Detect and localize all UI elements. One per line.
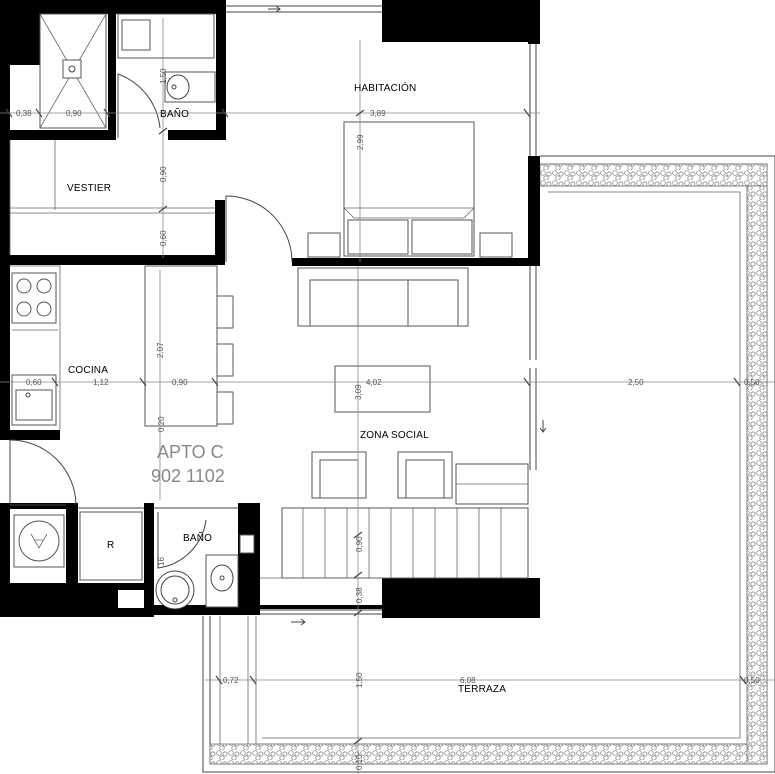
dim-608: 6,08 [460, 676, 476, 685]
apartment-name: APTO C [157, 442, 224, 462]
dim-250: 2,50 [628, 378, 644, 387]
dimension-lines [0, 5, 775, 774]
apartment-code: 902 1102 [151, 466, 225, 486]
dim-020-small: 0,20 [157, 416, 166, 432]
dim-112: 1,12 [93, 378, 109, 387]
bedroom [225, 121, 513, 263]
dim-090-stair: 0,90 [355, 536, 364, 552]
dim-207: 2,07 [156, 342, 165, 358]
dim-090-cocina: 0,90 [172, 378, 188, 387]
room-labels: HABITACIÓN BAÑO VESTIER COCINA ZONA SOCI… [67, 81, 506, 695]
dim-016-bath: 16 [157, 557, 166, 566]
staircase [281, 507, 529, 579]
gravel-strip-bottom [209, 743, 748, 765]
label-terraza: TERRAZA [458, 684, 506, 695]
dim-299: 2,99 [356, 134, 365, 150]
windows [10, 5, 537, 615]
dim-010-bottom: 0,10 [355, 754, 364, 770]
coffee-table [334, 365, 431, 413]
label-cocina: COCINA [68, 365, 108, 376]
label-refrigerator: R [107, 540, 114, 551]
gravel-strip-right [746, 185, 768, 765]
dim-060-cocina: 0,60 [26, 378, 42, 387]
gravel-strip-top [539, 163, 768, 187]
refrigerator [79, 511, 143, 581]
dimension-labels: 0,38 0,90 3,89 2,50 0,50 0,60 1,12 0,90 … [16, 68, 760, 770]
vestier-closet [9, 140, 215, 255]
label-zona-social: ZONA SOCIAL [360, 430, 429, 441]
dim-309: 3,09 [354, 384, 363, 400]
label-bano-bottom: BAÑO [183, 531, 212, 544]
kitchen [10, 265, 234, 430]
dim-402: 4,02 [366, 378, 382, 387]
label-bano-top: BAÑO [160, 107, 189, 120]
dim-090-bath: 0,90 [66, 109, 82, 118]
nightstand-left [307, 232, 341, 258]
dim-038-stair: 0,38 [355, 587, 364, 603]
dim-060-vestier: 0,60 [159, 230, 168, 246]
bathroom-top [39, 13, 216, 138]
dim-072: 0,72 [223, 676, 239, 685]
label-habitacion: HABITACIÓN [354, 81, 416, 94]
dim-150-terr: 1,50 [355, 672, 364, 688]
dim-150-bath: 1,50 [159, 68, 168, 84]
social-zone [9, 267, 529, 579]
dim-038-left: 0,38 [16, 109, 32, 118]
utility-rooms [13, 511, 255, 610]
dim-050-right: 0,50 [744, 378, 760, 387]
dim-389: 3,89 [370, 109, 386, 118]
dim-050-terr: 0,50 [744, 676, 760, 685]
kitchen-island [144, 265, 218, 427]
dim-090-vestier: 0,90 [159, 166, 168, 182]
label-vestier: VESTIER [67, 183, 111, 194]
stove [11, 272, 57, 324]
nightstand-right [479, 232, 513, 258]
terrace-boundary [202, 155, 775, 773]
